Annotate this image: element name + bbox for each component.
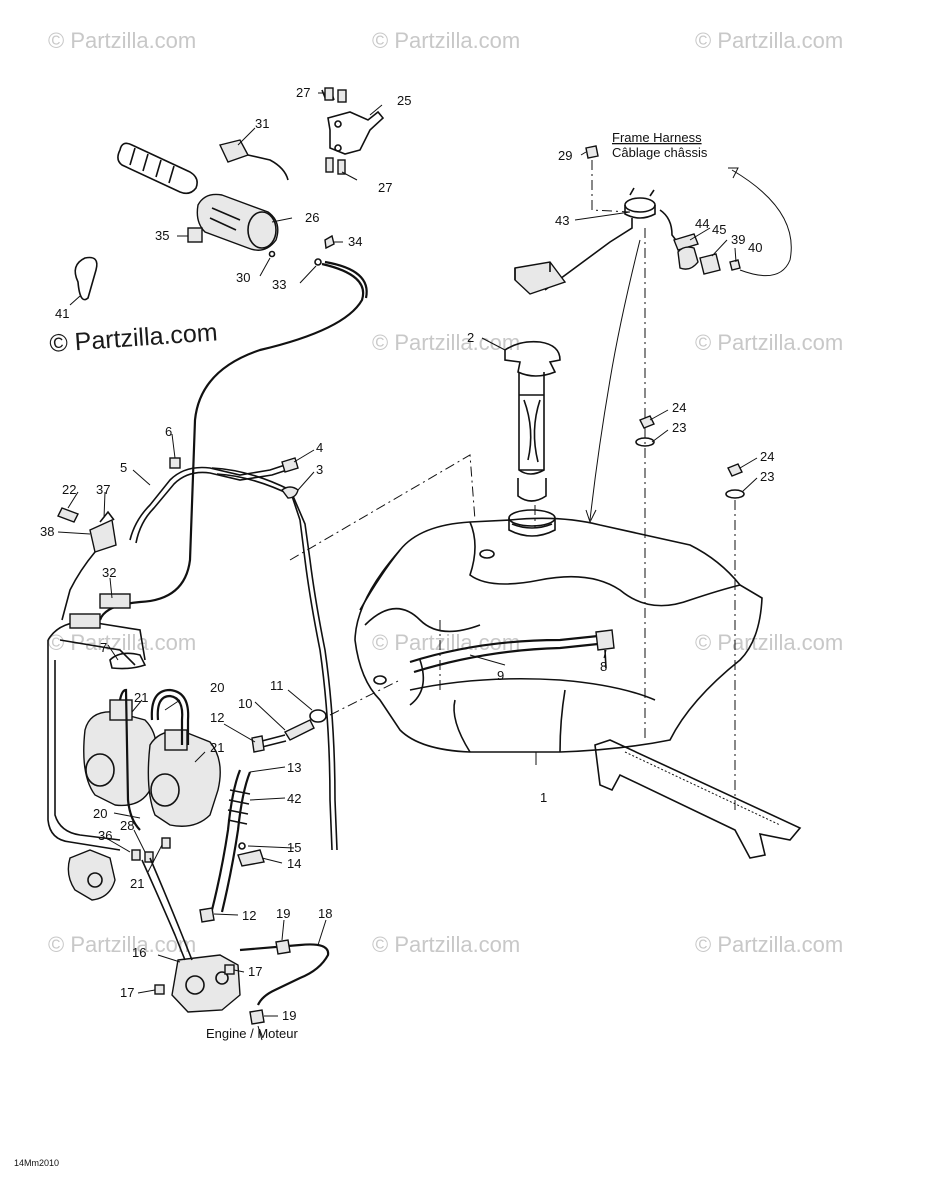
frame-harness-label: Frame Harness: [612, 130, 702, 145]
callout-44: 44: [695, 216, 709, 231]
watermark: © Partzilla.com: [48, 28, 196, 53]
callout-1: 1: [540, 790, 547, 805]
callout-3: 3: [316, 462, 323, 477]
callout-4: 4: [316, 440, 323, 455]
diagram-code: 14Mm2010: [14, 1158, 59, 1168]
callout-31: 31: [255, 116, 269, 131]
callout-numbers: 1 2 3 4 5 6 7 8 9 10 11 12 12 13 14 15 1…: [40, 85, 774, 1023]
watermark-group: © Partzilla.com © Partzilla.com © Partzi…: [48, 28, 843, 957]
callout-40: 40: [748, 240, 762, 255]
callout-23: 23: [760, 469, 774, 484]
callout-25: 25: [397, 93, 411, 108]
callout-16: 16: [132, 945, 146, 960]
watermark: © Partzilla.com: [372, 932, 520, 957]
fuel-cap: [504, 340, 561, 502]
callout-23: 23: [672, 420, 686, 435]
frame-harness-route: [585, 167, 792, 524]
callout-33: 33: [272, 277, 286, 292]
throttle-housing: [74, 87, 385, 301]
watermark: © Partzilla.com: [372, 630, 520, 655]
watermark: © Partzilla.com: [695, 330, 843, 355]
leader-lines: [57, 92, 758, 1017]
callout-12: 12: [242, 908, 256, 923]
fuel-tank: [354, 509, 802, 859]
callout-8: 8: [600, 659, 607, 674]
frame-harness-label-fr: Câblage châssis: [612, 145, 708, 160]
vent-line: [129, 457, 338, 851]
callout-19: 19: [282, 1008, 296, 1023]
callout-19: 19: [276, 906, 290, 921]
callout-20: 20: [210, 680, 224, 695]
callout-35: 35: [155, 228, 169, 243]
watermark: © Partzilla.com: [695, 932, 843, 957]
callout-26: 26: [305, 210, 319, 225]
callout-7: 7: [100, 640, 107, 655]
callout-27: 27: [296, 85, 310, 100]
watermark: © Partzilla.com: [695, 28, 843, 53]
callout-24: 24: [760, 449, 774, 464]
callout-38: 38: [40, 524, 54, 539]
callout-43: 43: [555, 213, 569, 228]
callout-15: 15: [287, 840, 301, 855]
text-labels: Frame Harness Câblage châssis Engine / M…: [14, 130, 708, 1168]
callout-12: 12: [210, 710, 224, 725]
callout-27: 27: [378, 180, 392, 195]
fuel-level-sensor: [514, 187, 741, 295]
callout-20: 20: [93, 806, 107, 821]
alignment-lines: [289, 160, 736, 810]
callout-34: 34: [348, 234, 362, 249]
callout-22: 22: [62, 482, 76, 497]
fuel-line: [141, 629, 615, 1041]
callout-24: 24: [672, 400, 686, 415]
watermark-main: © Partzilla.com: [48, 318, 218, 358]
watermark: © Partzilla.com: [372, 330, 520, 355]
callout-5: 5: [120, 460, 127, 475]
callout-45: 45: [712, 222, 726, 237]
watermark: © Partzilla.com: [372, 28, 520, 53]
callout-18: 18: [318, 906, 332, 921]
callout-21: 21: [134, 690, 148, 705]
callout-32: 32: [102, 565, 116, 580]
throttle-cable: [98, 260, 368, 621]
callout-13: 13: [287, 760, 301, 775]
callout-9: 9: [497, 668, 504, 683]
watermark: © Partzilla.com: [695, 630, 843, 655]
callout-41: 41: [55, 306, 69, 321]
callout-39: 39: [731, 232, 745, 247]
callout-2: 2: [467, 330, 474, 345]
callout-21: 21: [210, 740, 224, 755]
watermark: © Partzilla.com: [48, 932, 196, 957]
callout-21: 21: [130, 876, 144, 891]
callout-36: 36: [98, 828, 112, 843]
callout-11: 11: [270, 678, 284, 693]
callout-17: 17: [120, 985, 134, 1000]
callout-10: 10: [238, 696, 252, 711]
callout-29: 29: [558, 148, 572, 163]
callout-14: 14: [287, 856, 301, 871]
callout-28: 28: [120, 818, 134, 833]
engine-label: Engine / Moteur: [206, 1026, 298, 1041]
tank-hardware: [585, 145, 745, 499]
callout-42: 42: [287, 791, 301, 806]
callout-17: 17: [248, 964, 262, 979]
callout-30: 30: [236, 270, 250, 285]
callout-37: 37: [96, 482, 110, 497]
callout-6: 6: [165, 424, 172, 439]
